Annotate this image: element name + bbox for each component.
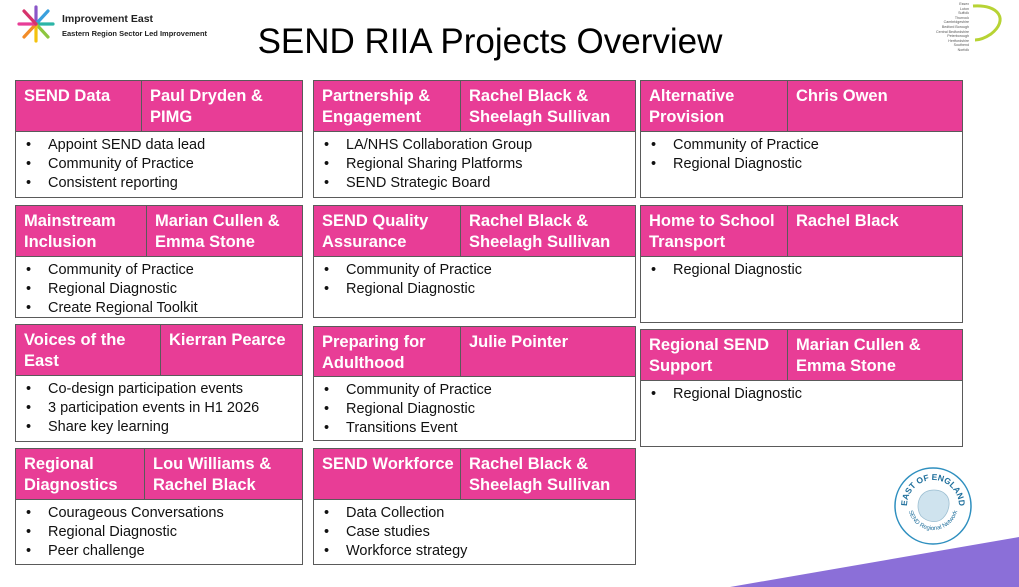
project-card-send-data: SEND Data Paul Dryden & PIMG Appoint SEN… (15, 80, 303, 198)
list-item: Regional Sharing Platforms (314, 155, 635, 174)
list-item: Data Collection (314, 504, 635, 523)
project-name: Regional Diagnostics (24, 455, 118, 494)
project-card-home-to-school-transport: Home to School Transport Rachel Black Re… (640, 205, 963, 323)
swoosh-icon (972, 4, 1002, 42)
project-card-partnership-engagement: Partnership & Engagement Rachel Black & … (313, 80, 636, 198)
list-item: Workforce strategy (314, 542, 635, 561)
project-name: Partnership & Engagement (322, 87, 431, 126)
project-lead: Rachel Black & Sheelagh Sullivan (460, 81, 635, 131)
project-lead: Marian Cullen & Emma Stone (787, 330, 962, 380)
project-name: SEND Workforce (322, 455, 454, 473)
list-item: Transitions Event (314, 419, 635, 438)
list-item: 3 participation events in H1 2026 (16, 399, 302, 418)
list-item: Regional Diagnostic (641, 385, 962, 404)
project-lead: Rachel Black (787, 206, 962, 256)
project-lead: Marian Cullen & Emma Stone (146, 206, 302, 256)
project-card-alternative-provision: Alternative Provision Chris Owen Communi… (640, 80, 963, 198)
improvement-east-logo: Improvement East Eastern Region Sector L… (16, 4, 236, 48)
project-card-send-quality-assurance: SEND Quality Assurance Rachel Black & Sh… (313, 205, 636, 318)
project-card-send-workforce: SEND Workforce Rachel Black & Sheelagh S… (313, 448, 636, 565)
list-item: Community of Practice (16, 261, 302, 280)
list-item: Regional Diagnostic (641, 155, 962, 174)
project-name: Alternative Provision (649, 87, 735, 126)
list-item: Courageous Conversations (16, 504, 302, 523)
project-card-voices-of-the-east: Voices of the East Kierran Pearce Co-des… (15, 324, 303, 442)
project-name: Home to School Transport (649, 212, 775, 251)
project-name: SEND Data (24, 87, 111, 105)
list-item: Create Regional Toolkit (16, 299, 302, 318)
region-names: Essex Luton Suffolk Thurrock Cambridgesh… (936, 2, 969, 52)
list-item: Peer challenge (16, 542, 302, 561)
list-item: Appoint SEND data lead (16, 136, 302, 155)
list-item: Community of Practice (314, 261, 635, 280)
project-card-mainstream-inclusion: Mainstream Inclusion Marian Cullen & Emm… (15, 205, 303, 318)
project-name: Preparing for Adulthood (322, 333, 426, 372)
list-item: Regional Diagnostic (641, 261, 962, 280)
project-name: Voices of the East (24, 331, 126, 370)
page-title: SEND RIIA Projects Overview (257, 22, 723, 61)
list-item: Case studies (314, 523, 635, 542)
logo-subtitle: Eastern Region Sector Led Improvement (62, 29, 208, 38)
list-item: Share key learning (16, 418, 302, 437)
list-item: Community of Practice (314, 381, 635, 400)
list-item: Regional Diagnostic (16, 523, 302, 542)
project-lead: Chris Owen (787, 81, 962, 131)
list-item: LA/NHS Collaboration Group (314, 136, 635, 155)
logo-title: Improvement East (62, 13, 154, 25)
project-lead: Rachel Black & Sheelagh Sullivan (460, 449, 635, 499)
project-name: Mainstream Inclusion (24, 212, 116, 251)
project-card-regional-diagnostics: Regional Diagnostics Lou Williams & Rach… (15, 448, 303, 565)
project-lead: Paul Dryden & PIMG (141, 81, 302, 131)
list-item: Regional Diagnostic (314, 400, 635, 419)
list-item: Community of Practice (16, 155, 302, 174)
project-card-preparing-for-adulthood: Preparing for Adulthood Julie Pointer Co… (313, 326, 636, 441)
project-lead: Julie Pointer (460, 327, 635, 376)
list-item: Co-design participation events (16, 380, 302, 399)
list-item: Regional Diagnostic (314, 280, 635, 299)
region-logo: Essex Luton Suffolk Thurrock Cambridgesh… (925, 2, 1015, 54)
project-lead: Kierran Pearce (160, 325, 302, 375)
project-name: Regional SEND Support (649, 336, 770, 375)
send-regional-network-badge: EAST OF ENGLAND SEND Regional Network (894, 467, 972, 545)
project-lead: Rachel Black & Sheelagh Sullivan (460, 206, 635, 256)
project-card-regional-send-support: Regional SEND Support Marian Cullen & Em… (640, 329, 963, 447)
list-item: Community of Practice (641, 136, 962, 155)
list-item: SEND Strategic Board (314, 174, 635, 193)
project-lead: Lou Williams & Rachel Black (144, 449, 302, 499)
project-name: SEND Quality Assurance (322, 212, 429, 251)
list-item: Consistent reporting (16, 174, 302, 193)
list-item: Regional Diagnostic (16, 280, 302, 299)
starburst-icon (17, 5, 55, 43)
